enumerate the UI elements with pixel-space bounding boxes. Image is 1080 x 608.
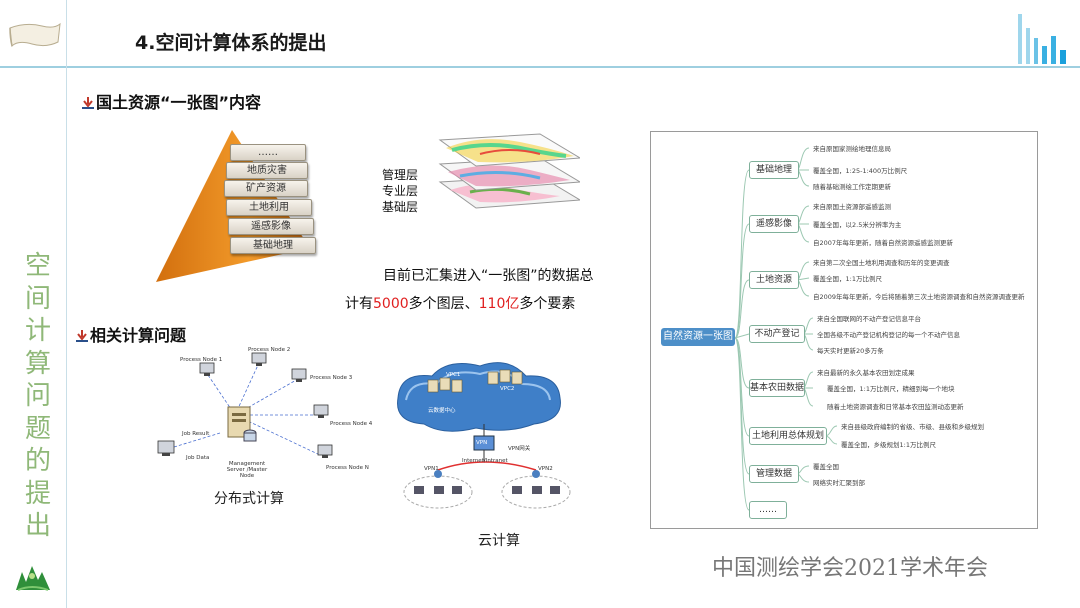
section1-heading-text: 国土资源“一张图”内容 bbox=[96, 93, 262, 112]
summary-mid: 多个图层、 bbox=[408, 296, 479, 312]
map-layers-diagram: 管理层 专业层 基础层 bbox=[380, 130, 580, 220]
scroll-logo-icon bbox=[9, 22, 61, 48]
mindmap-leaf: 随着基础测绘工作定期更新 bbox=[813, 183, 891, 191]
distributed-caption: 分布式计算 bbox=[214, 491, 284, 507]
mindmap-leaf: 覆盖全国，1:1万比例尺，精细到每一个地块 bbox=[827, 385, 955, 393]
mindmap-leaf: 覆盖全国，以2.5米分辨率为主 bbox=[813, 221, 902, 229]
cloud-computing-diagram: VPC1 VPC2 云数据中心 VPN Internet/Intranet VP… bbox=[388, 358, 588, 518]
mindmap-node-farmland: 基本农田数据 bbox=[749, 379, 805, 397]
society-logo-icon bbox=[16, 566, 50, 591]
cloud-caption: 云计算 bbox=[478, 533, 520, 549]
mindmap-node-land-resources: 土地资源 bbox=[749, 271, 799, 289]
header-divider bbox=[0, 66, 1080, 68]
mindmap-leaf: 覆盖全国，乡级规划1:1万比例尺 bbox=[841, 441, 936, 449]
stacked-map-layers-icon bbox=[438, 133, 580, 209]
summary-line-1: 目前已汇集进入“一张图”的数据总 bbox=[383, 268, 594, 284]
bars-decoration-icon bbox=[1018, 14, 1066, 64]
mindmap-leaf: 来自原国土资源部遥感监测 bbox=[813, 203, 891, 211]
vpn2-label: VPN2 bbox=[538, 466, 553, 472]
process-node-n-label: Process Node N bbox=[326, 465, 369, 471]
mindmap-leaf: 覆盖全国，1:25-1:400万比例尺 bbox=[813, 167, 908, 175]
process-node-2-label: Process Node 2 bbox=[248, 347, 291, 353]
cloud-network-icon bbox=[397, 362, 571, 509]
mindmap-leaf: 随着土地资源调查和日常基本农田监测动态更新 bbox=[827, 403, 964, 411]
vpn-label: VPN bbox=[476, 440, 488, 446]
section2-heading-text: 相关计算问题 bbox=[90, 326, 187, 345]
mindmap-node-basic-geo: 基础地理 bbox=[749, 161, 799, 179]
job-result-label: Job Result bbox=[182, 431, 210, 437]
mindmap-leaf: 覆盖全国 bbox=[813, 463, 839, 471]
process-node-3-label: Process Node 3 bbox=[310, 375, 353, 381]
vpc2-label: VPC2 bbox=[500, 386, 515, 392]
mindmap-leaf: 来自第二次全国土地利用调查和历年的变更调查 bbox=[813, 259, 950, 267]
mindmap-node-more: …… bbox=[749, 501, 787, 519]
vpn-gateway-label: VPN网关 bbox=[508, 446, 531, 452]
vertical-side-title: 空间计算问题的提出 bbox=[24, 251, 51, 541]
process-node-1-label: Process Node 1 bbox=[180, 357, 223, 363]
mindmap-leaf: 来自原国家测绘地理信息局 bbox=[813, 145, 891, 153]
map-layer-label-basic: 基础层 bbox=[382, 200, 419, 214]
vpn1-label: VPN1 bbox=[424, 466, 439, 472]
slide-title: 4.空间计算体系的提出 bbox=[135, 32, 327, 54]
pyramid-layer-basic-geo: 基础地理 bbox=[230, 237, 316, 254]
sidebar-divider bbox=[66, 0, 67, 608]
distributed-computing-diagram: Process Node 1 Process Node 2 Process No… bbox=[150, 345, 375, 485]
pyramid-layer-mineral: 矿产资源 bbox=[224, 180, 308, 197]
cloud-datacenter-label: 云数据中心 bbox=[428, 408, 456, 414]
mindmap-root: 自然资源一张图 bbox=[661, 328, 735, 346]
mindmap-leaf: 网络实时汇聚到部 bbox=[813, 479, 865, 487]
arrow-bullet-icon bbox=[76, 330, 88, 342]
map-layer-label-management: 管理层 bbox=[382, 168, 419, 182]
mindmap-node-real-estate: 不动产登记 bbox=[749, 325, 805, 343]
mindmap-leaf: 自2009年每年更新，今后将随着第三次土地资源调查和自然资源调查更新 bbox=[813, 293, 1025, 301]
pyramid-layer-geohazard: 地质灾害 bbox=[226, 162, 308, 179]
summary-line-2: 计有5000多个图层、110亿多个要素 bbox=[345, 293, 575, 313]
pyramid-layer-landuse: 土地利用 bbox=[226, 199, 312, 216]
mindmap-leaf: 来自全国联网的不动产登记信息平台 bbox=[817, 315, 921, 323]
arrow-bullet-icon bbox=[82, 97, 94, 109]
mindmap-leaf: 自2007年每年更新，随着自然资源遥感监测更新 bbox=[813, 239, 954, 247]
summary-prefix: 计有 bbox=[345, 296, 373, 312]
map-layer-label-professional: 专业层 bbox=[382, 184, 419, 198]
mindmap-leaf: 来自县级政府编制的省级、市级、县级和乡级规划 bbox=[841, 423, 984, 431]
job-data-label: Job Data bbox=[186, 455, 210, 461]
natural-resources-mindmap: 自然资源一张图 基础地理 来自原国家测绘地理信息局 覆盖全国，1:25-1:40… bbox=[650, 131, 1038, 529]
vpc1-label: VPC1 bbox=[446, 372, 461, 378]
pyramid-layer-remote-sensing: 遥感影像 bbox=[228, 218, 314, 235]
mindmap-node-remote-sensing: 遥感影像 bbox=[749, 215, 799, 233]
feature-count: 110亿 bbox=[478, 296, 520, 312]
layer-count: 5000 bbox=[373, 296, 409, 312]
internet-label: Internet/Intranet bbox=[462, 458, 508, 464]
summary-suffix: 多个要素 bbox=[519, 296, 576, 312]
pyramid-layer-etc: …… bbox=[230, 144, 306, 161]
mindmap-node-management: 管理数据 bbox=[749, 465, 799, 483]
mindmap-leaf: 全国各级不动产登记机构登记的每一个不动产信息 bbox=[817, 331, 960, 339]
mindmap-node-land-plan: 土地利用总体规划 bbox=[749, 427, 827, 445]
mindmap-leaf: 来自最新的永久基本农田划定成果 bbox=[817, 369, 915, 377]
section-heading-computing: 相关计算问题 bbox=[76, 322, 186, 346]
mindmap-leaf: 每天实时更新20多万条 bbox=[817, 347, 884, 355]
process-node-4-label: Process Node 4 bbox=[330, 421, 373, 427]
conference-footer: 中国测绘学会2021学术年会 bbox=[712, 556, 988, 581]
section-heading-territory-map: 国土资源“一张图”内容 bbox=[82, 89, 261, 113]
mindmap-leaf: 覆盖全国，1:1万比例尺 bbox=[813, 275, 882, 283]
management-server-label: Management Server /Master Node bbox=[226, 461, 268, 479]
pyramid-diagram: …… 地质灾害 矿产资源 土地利用 遥感影像 基础地理 bbox=[150, 128, 330, 288]
network-lines-icon bbox=[157, 352, 333, 458]
